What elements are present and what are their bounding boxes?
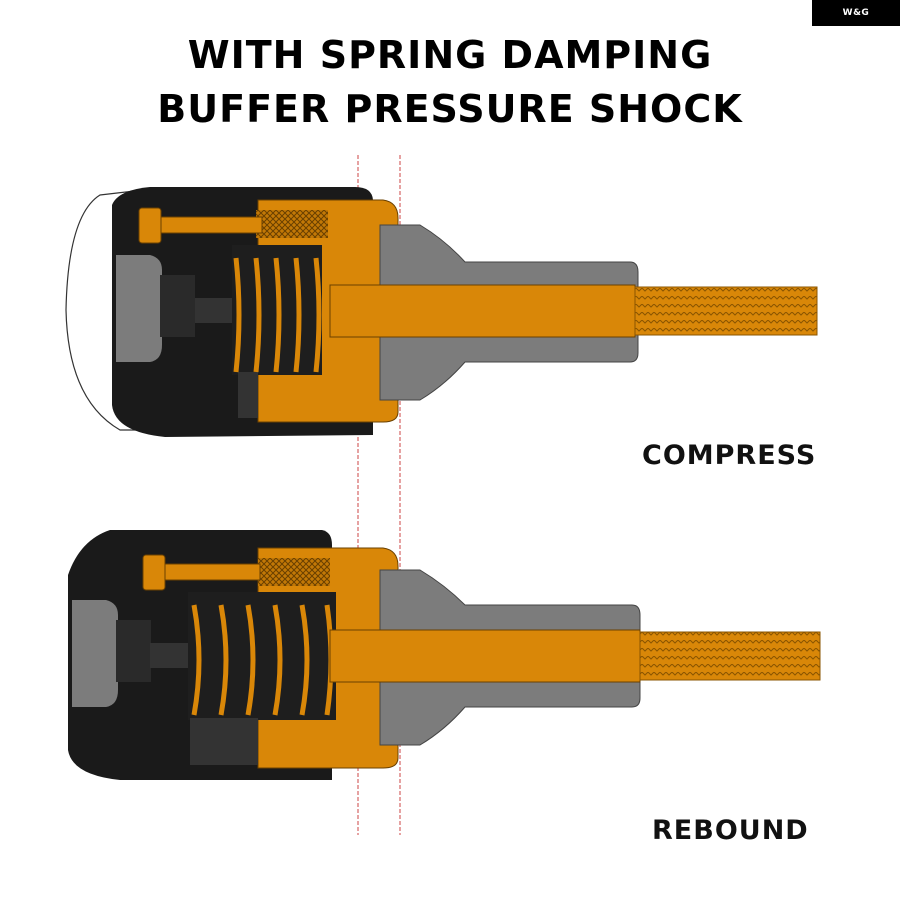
title-line-2: BUFFER PRESSURE SHOCK bbox=[157, 87, 743, 131]
page-title: WITH SPRING DAMPING BUFFER PRESSURE SHOC… bbox=[0, 28, 900, 136]
bolt-shaft bbox=[151, 216, 263, 234]
compress-label: COMPRESS bbox=[642, 440, 817, 471]
lower-black-ring bbox=[238, 372, 258, 418]
spring-coils bbox=[233, 257, 322, 373]
end-cap-slot bbox=[160, 275, 195, 337]
knurled-nut bbox=[258, 558, 330, 586]
bolt-shaft bbox=[154, 563, 261, 581]
compress-assembly bbox=[65, 187, 818, 437]
spring-coils bbox=[191, 604, 334, 716]
bolt-head bbox=[138, 207, 162, 244]
rebound-assembly bbox=[68, 530, 821, 780]
brand-logo: W&G bbox=[812, 0, 900, 26]
threaded-rod-smooth bbox=[329, 629, 641, 683]
knurled-nut bbox=[256, 210, 328, 238]
end-cap-slot bbox=[116, 620, 151, 682]
title-line-1: WITH SPRING DAMPING bbox=[187, 33, 713, 77]
threaded-rod-smooth bbox=[329, 284, 636, 338]
threaded-rod-thread bbox=[634, 286, 818, 336]
threaded-rod-thread bbox=[639, 631, 821, 681]
center-pin bbox=[150, 643, 190, 668]
center-pin bbox=[195, 298, 235, 323]
lower-black-ring bbox=[190, 718, 258, 765]
end-cap bbox=[72, 600, 118, 707]
spring-chamber bbox=[188, 592, 336, 720]
brand-text: W&G bbox=[842, 8, 870, 18]
rebound-label: REBOUND bbox=[652, 815, 809, 846]
end-cap bbox=[116, 255, 162, 362]
bolt-head bbox=[142, 554, 166, 591]
